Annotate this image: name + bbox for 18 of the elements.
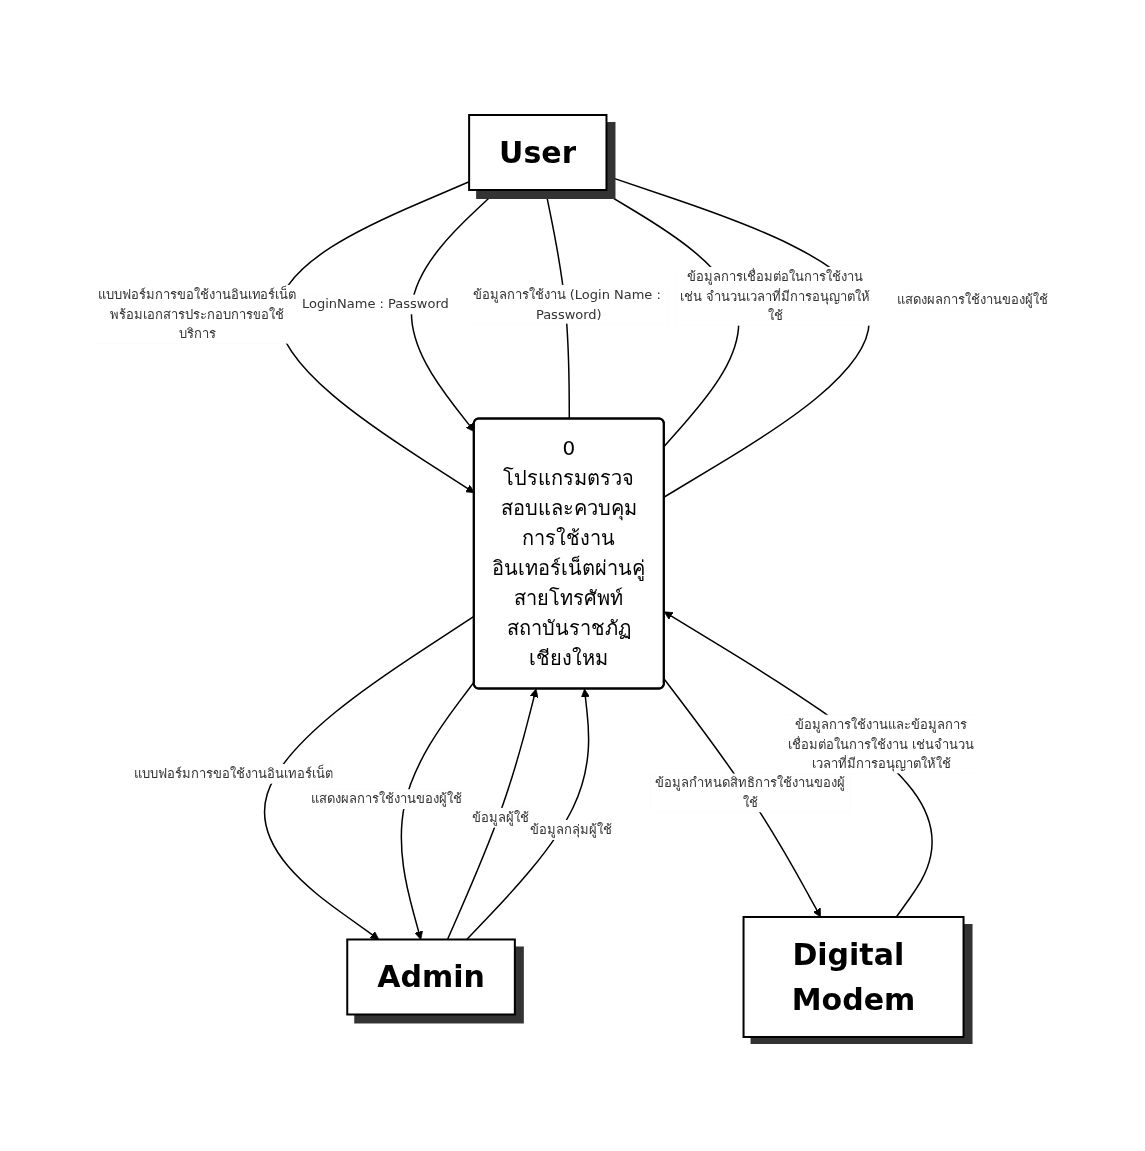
edge-label: แสดงผลการใช้งานของผู้ใช้ xyxy=(310,790,462,806)
node-box: Admin xyxy=(346,938,516,1015)
edge-label: ข้อมูลการเชื่อมต่อในการใช้งานเช่น จำนวนเวลาที่มีการอนุญาตให้ใช้ xyxy=(680,268,871,323)
edge-label: LoginName : Password xyxy=(302,296,449,311)
edge-label: แสดงผลการใช้งานของผู้ใช้ xyxy=(896,291,1048,307)
arrow xyxy=(264,615,476,940)
arrow xyxy=(410,188,499,432)
edge-label: ข้อมูลผู้ใช้ xyxy=(472,809,530,825)
edge-label: ข้อมูลการใช้งาน (Login Name : Password) xyxy=(472,286,661,321)
node-box: Digital Modem xyxy=(742,915,965,1038)
edge-label: ข้อมูลกลุ่มผู้ใช้ xyxy=(530,821,613,837)
arrow xyxy=(446,688,539,940)
edge-label: ข้อมูลการใช้งานและข้อมูลการเชื่อมต่อในการใช้งาน เช่นจำนวนเวลาที่มีการอนุญาตให้ใช้ xyxy=(788,716,975,771)
edge-label: แบบฟอร์มการขอใช้งานอินเทอร์เน็ต xyxy=(133,765,333,781)
arrow xyxy=(466,688,590,940)
edge-label: แบบฟอร์มการขอใช้งานอินเทอร์เน็ตพร้อมเอกสารประกอบการขอใช้บริการ xyxy=(97,286,297,341)
edge-label: ข้อมูลกำหนดสิทธิการใช้งานของผู้ใช้ xyxy=(655,774,846,810)
node-box: User xyxy=(468,113,608,191)
